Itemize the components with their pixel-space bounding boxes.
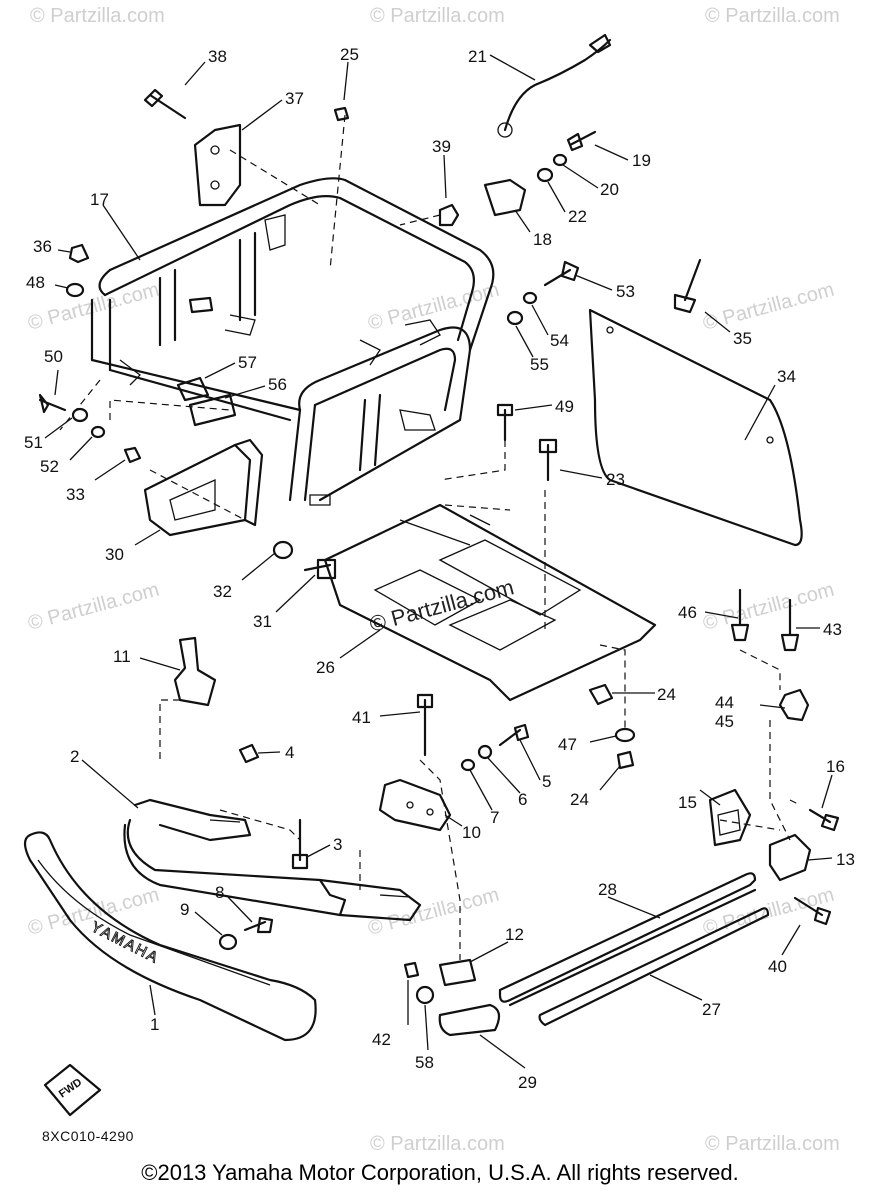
part-label: 26 (316, 658, 335, 677)
part-label: 33 (66, 485, 85, 504)
fwd-arrow: FWD (43, 1063, 102, 1117)
part-label: 45 (715, 712, 734, 731)
part-label: 47 (558, 735, 577, 754)
part-label: 52 (40, 457, 59, 476)
part-label: 27 (702, 1000, 721, 1019)
part-label: 18 (533, 230, 552, 249)
part-label: 57 (238, 353, 257, 372)
part-label: 2 (70, 747, 79, 766)
part-label: 28 (598, 880, 617, 899)
part-label: 40 (768, 957, 787, 976)
part-label: 25 (340, 45, 359, 64)
skid-plate-26 (323, 503, 657, 702)
part-label: 1 (150, 1015, 159, 1034)
wire-21 (497, 33, 612, 138)
diagram-code: 8XC010-4290 (42, 1128, 134, 1144)
watermark: © Partzilla.com (705, 1133, 840, 1150)
part-label: 54 (550, 331, 569, 350)
watermark: © Partzilla.com (370, 1133, 505, 1150)
part-label: 31 (253, 612, 272, 631)
part-label: 10 (462, 823, 481, 842)
bracket-10 (378, 778, 452, 832)
bracket-37 (143, 88, 242, 207)
part-label: 41 (352, 708, 371, 727)
part-label: 42 (372, 1030, 391, 1049)
part-label: 19 (632, 151, 651, 170)
fasteners (38, 106, 702, 580)
bumper-cover-1: YAMAHA (23, 831, 317, 1042)
part-label: 46 (678, 603, 697, 622)
part-label: 16 (826, 757, 845, 776)
watermark: © Partzilla.com (701, 279, 837, 335)
watermark: © Partzilla.com (26, 279, 162, 335)
bracket-11 (173, 636, 217, 707)
bracket-30 (143, 438, 264, 537)
part-label: 7 (490, 808, 499, 827)
part-label: 37 (285, 89, 304, 108)
part-label: 38 (208, 47, 227, 66)
part-label: 32 (213, 582, 232, 601)
part-label: 49 (555, 397, 574, 416)
part-label: 50 (44, 347, 63, 366)
part-label: 15 (678, 793, 697, 812)
part-label: 36 (33, 237, 52, 256)
part-labels: 38 37 25 21 39 19 20 22 18 17 36 48 53 5… (24, 45, 855, 1092)
part-label: 3 (333, 835, 342, 854)
copyright-notice: ©2013 Yamaha Motor Corporation, U.S.A. A… (141, 1160, 739, 1185)
part-label: 5 (542, 772, 551, 791)
fasteners-lower (218, 683, 840, 1005)
part-label: 34 (777, 367, 796, 386)
plate-34 (588, 308, 803, 547)
leader-lines (44, 54, 833, 1069)
watermark: © Partzilla.com (26, 579, 162, 635)
part-label: 24 (657, 685, 676, 704)
part-label: 55 (530, 355, 549, 374)
part-label: 29 (518, 1073, 537, 1092)
part-label: 4 (285, 743, 294, 762)
assembly-guides (59, 114, 801, 960)
clips (438, 588, 812, 987)
part-label: 44 (715, 693, 734, 712)
part-label: 9 (180, 900, 189, 919)
watermark: © Partzilla.com (30, 5, 165, 27)
part-label: 12 (505, 925, 524, 944)
part-label: 21 (468, 47, 487, 66)
part-label: 56 (268, 375, 287, 394)
parts-diagram: © Partzilla.com © Partzilla.com © Partzi… (23, 5, 855, 1150)
watermark: © Partzilla.com (705, 5, 840, 27)
part-label: 48 (26, 273, 45, 292)
part-label: 24 (570, 790, 589, 809)
part-label: 53 (616, 282, 635, 301)
watermark: © Partzilla.com (701, 579, 837, 635)
fwd-label: FWD (57, 1076, 84, 1100)
part-label: 30 (105, 545, 124, 564)
watermark: © Partzilla.com (366, 884, 502, 940)
part-label: 17 (90, 190, 109, 209)
part-label: 8 (215, 883, 224, 902)
part-label: 39 (432, 137, 451, 156)
part-label: 58 (415, 1053, 434, 1072)
part-label: 13 (836, 850, 855, 869)
part-label: 11 (113, 647, 131, 666)
part-label: 35 (733, 329, 752, 348)
watermark: © Partzilla.com (370, 5, 505, 27)
trim-strips (438, 872, 770, 1037)
rear-carrier-rack (90, 177, 495, 506)
part-label: 22 (568, 207, 587, 226)
part-label: 51 (24, 433, 43, 452)
part-label: 20 (600, 180, 619, 199)
part-label: 43 (823, 620, 842, 639)
part-label: 23 (606, 470, 625, 489)
bumper-bar-2 (123, 798, 422, 922)
part-label: 6 (518, 790, 527, 809)
